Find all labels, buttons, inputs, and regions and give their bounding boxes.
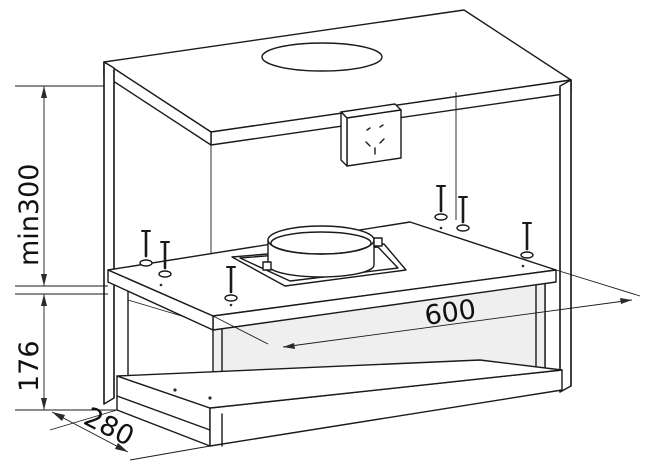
dim-line-600 xyxy=(282,299,633,348)
dim-label-600: 600 xyxy=(423,294,478,332)
duct-opening xyxy=(261,42,383,72)
hood-body xyxy=(107,221,563,447)
dim-line-280 xyxy=(51,411,129,453)
cabinet-left-panel xyxy=(103,61,115,405)
screw-icon xyxy=(456,196,470,232)
dim-label-min300: min300 xyxy=(14,164,45,266)
dim-label-176: 176 xyxy=(14,340,45,392)
screw-icon xyxy=(520,222,534,259)
mounting-screws xyxy=(139,185,534,307)
screw-icon xyxy=(139,230,153,267)
cabinet-right-panel xyxy=(559,79,572,393)
power-socket xyxy=(340,103,402,167)
screw-icon xyxy=(158,241,172,278)
screw-icon xyxy=(224,266,238,302)
socket-pin-icon xyxy=(366,127,371,131)
dimension-lines xyxy=(15,85,641,461)
screw-icon xyxy=(434,185,448,221)
duct-collar xyxy=(231,225,407,287)
